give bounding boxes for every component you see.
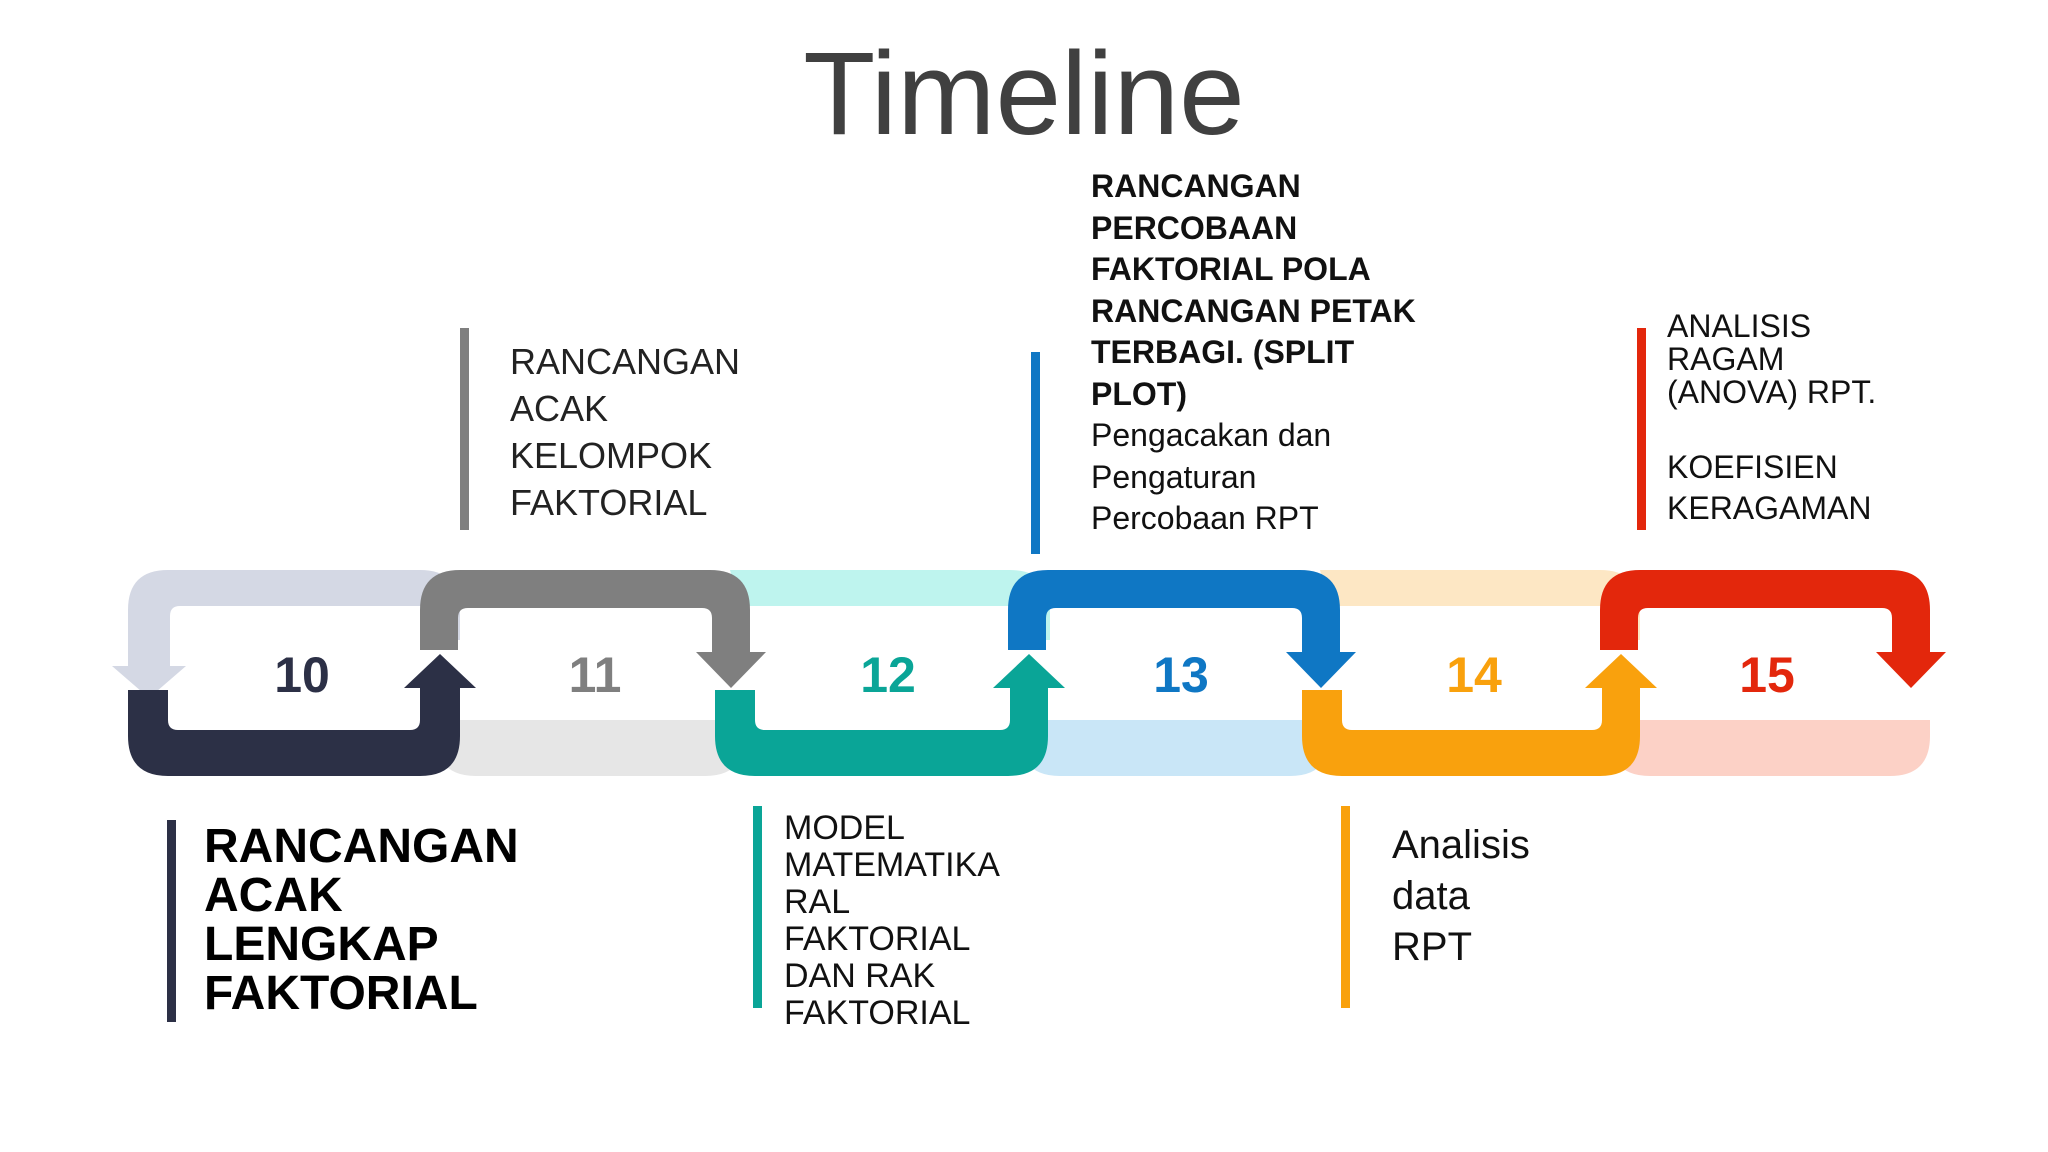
step-13-light-bracket — [1020, 720, 1330, 776]
step-14-bracket — [1302, 686, 1640, 776]
step-10-note: RANCANGAN ACAK LENGKAP FAKTORIAL — [204, 822, 519, 1018]
step-13-note-bold-line: PERCOBAAN — [1091, 209, 1298, 246]
step-10-note-line: FAKTORIAL — [204, 967, 478, 1020]
step-13-bracket — [1008, 570, 1340, 652]
step-15-light-bracket — [1610, 720, 1930, 776]
step-10-light-bracket — [128, 570, 460, 676]
step-10-note-line: ACAK — [204, 869, 343, 922]
step-14-note-line: data — [1392, 874, 1470, 918]
step-11-note-line: KELOMPOK — [510, 435, 713, 476]
step-10-arrowhead — [404, 654, 476, 688]
step-12-note-line: MATEMATIKA — [784, 846, 1000, 884]
step-13-note-bold-line: TERBAGI. (SPLIT — [1091, 334, 1355, 370]
step-13-arrowhead — [1286, 652, 1356, 688]
step-10-number: 10 — [274, 647, 330, 703]
step-14-marker — [1341, 806, 1350, 1008]
step-11-note-line: ACAK — [510, 388, 609, 429]
step-11-arrowhead — [696, 652, 766, 688]
step-14-light-bracket — [1320, 570, 1640, 640]
step-15-number: 15 — [1739, 647, 1795, 703]
step-13-note-bold-line: FAKTORIAL POLA — [1091, 251, 1371, 287]
step-14-number: 14 — [1446, 647, 1502, 703]
step-13-note-line: Pengaturan — [1091, 458, 1257, 495]
step-15-note-line: ANALISIS — [1667, 308, 1812, 344]
step-11-note-line: RANCANGAN — [510, 341, 741, 382]
step-15-marker — [1637, 328, 1646, 530]
page-title: Timeline — [803, 28, 1245, 160]
step-13-marker — [1031, 352, 1040, 554]
step-11-number: 11 — [569, 647, 622, 703]
step-12-note-line: FAKTORIAL — [784, 994, 971, 1032]
step-12-bracket — [715, 686, 1048, 776]
step-11-note: RANCANGAN ACAK KELOMPOK FAKTORIAL — [510, 338, 740, 526]
step-13-note-line: Pengacakan dan — [1091, 417, 1332, 453]
step-15-note-line: (ANOVA) RPT. — [1667, 374, 1877, 410]
step-15-arrowhead — [1876, 652, 1946, 688]
step-15-note-line: RAGAM — [1667, 341, 1785, 377]
step-12-marker — [753, 806, 762, 1008]
step-14-note: Analisis data RPT — [1392, 820, 1530, 973]
step-12-arrowhead — [993, 654, 1065, 688]
step-10-bracket — [128, 686, 460, 776]
step-13-note-bold-line: PLOT) — [1091, 375, 1187, 412]
step-13-note-line: Percobaan RPT — [1091, 500, 1319, 536]
step-11-note-line: FAKTORIAL — [510, 482, 708, 523]
step-10-note-line: RANCANGAN — [204, 820, 519, 873]
step-12-number: 12 — [860, 647, 916, 703]
step-12-note-line: DAN RAK — [784, 957, 936, 995]
step-13-note-bold-line: RANCANGAN — [1091, 168, 1301, 204]
step-12-note-line: MODEL — [784, 809, 905, 847]
step-13-number: 13 — [1153, 647, 1209, 703]
step-15-bracket — [1600, 570, 1930, 652]
start-arrow-light — [112, 666, 186, 698]
step-12-note: MODEL MATEMATIKA RAL FAKTORIAL DAN RAK F… — [784, 810, 1000, 1032]
step-15-note-extra: KOEFISIEN KERAGAMAN — [1667, 447, 1871, 529]
step-15-note-line: KOEFISIEN — [1667, 449, 1838, 485]
step-13-note-bold-line: RANCANGAN PETAK — [1091, 292, 1416, 329]
step-12-note-line: FAKTORIAL — [784, 920, 971, 958]
step-11-light-bracket — [436, 720, 745, 776]
step-12-note-line: RAL — [784, 883, 851, 921]
step-14-note-line: Analisis — [1392, 823, 1530, 867]
step-10-marker — [167, 820, 176, 1022]
step-13-note: RANCANGAN PERCOBAAN FAKTORIAL POLA RANCA… — [1091, 166, 1416, 540]
step-11-marker — [460, 328, 469, 530]
step-15-note: ANALISIS RAGAM (ANOVA) RPT. — [1667, 310, 1876, 409]
step-14-note-line: RPT — [1392, 925, 1472, 969]
step-15-note-line: KERAGAMAN — [1667, 490, 1872, 526]
step-14-arrowhead — [1585, 654, 1657, 688]
step-12-light-bracket — [730, 570, 1050, 640]
step-11-bracket — [420, 570, 750, 652]
step-10-note-line: LENGKAP — [204, 918, 439, 971]
